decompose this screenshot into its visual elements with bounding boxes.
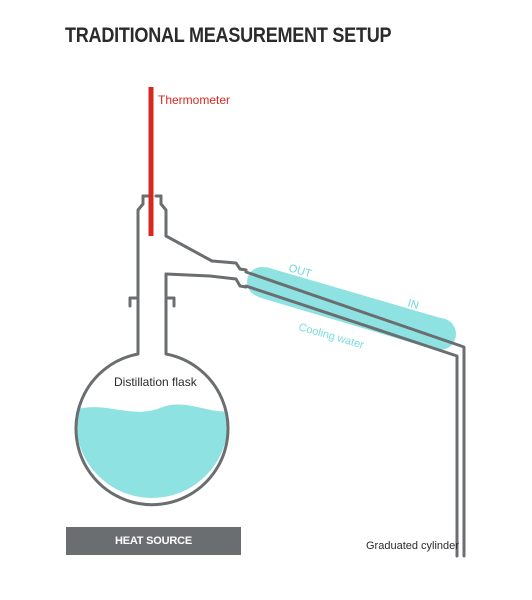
distillation-flask-label: Distillation flask: [114, 375, 198, 389]
glassware: [74, 194, 466, 558]
flask-liquid: [76, 404, 228, 498]
diagram-title: TRADITIONAL MEASUREMENT SETUP: [65, 24, 392, 47]
condenser-tube: [244, 270, 466, 558]
heat-source-label: HEAT SOURCE: [114, 535, 193, 547]
in-label: IN: [406, 297, 420, 312]
thermometer-label: Thermometer: [158, 93, 230, 107]
heat-source-block: HEAT SOURCE: [66, 527, 241, 555]
distillation-flask-outline: [74, 296, 230, 507]
still-head: [136, 194, 168, 298]
graduated-cylinder-label: Graduated cylinder: [366, 540, 459, 552]
